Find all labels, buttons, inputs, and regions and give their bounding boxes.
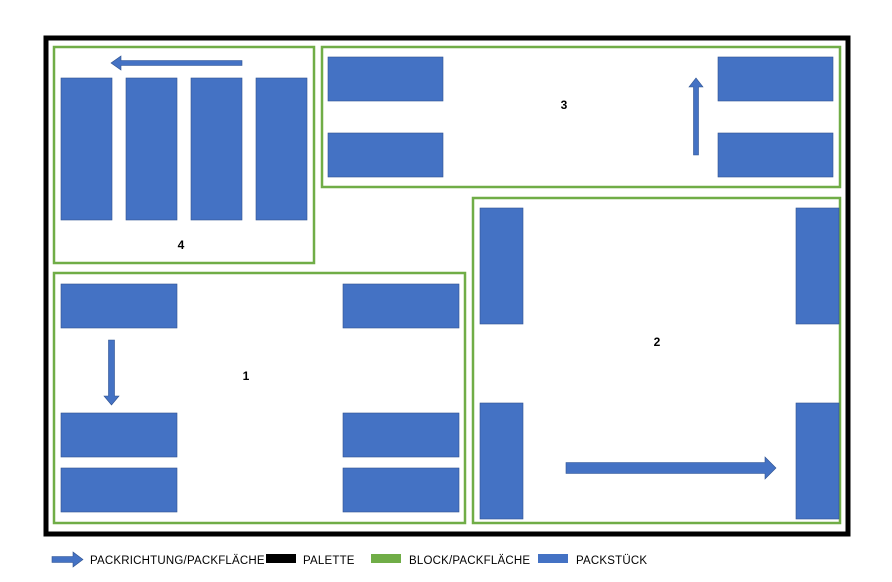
package [60,283,178,329]
package [795,207,840,325]
package [190,77,243,221]
legend-label-block: BLOCK/PACKFLÄCHE [409,555,530,567]
block-1-border [52,271,467,525]
packing-direction-arrow-left [110,55,243,71]
legend-item-package: PACKSTÜCK [538,554,647,567]
package [60,77,113,221]
package [60,467,178,513]
arrow-icon [51,551,84,568]
legend-label-packing-direction: PACKRICHTUNG/PACKFLÄCHE [90,555,265,567]
block-2-border [471,196,842,525]
legend-item-palette: PALETTE [266,554,355,567]
block-4-border [52,45,316,265]
packing-direction-arrow-right [565,456,777,480]
package [342,412,460,458]
legend-label-package: PACKSTÜCK [576,555,647,567]
package [717,132,834,178]
block-3-label: 3 [561,98,568,112]
block-1: 1 [52,271,467,525]
package [795,402,840,520]
block-4-label: 4 [178,238,185,252]
package [255,77,308,221]
package [60,412,178,458]
palette-swatch-icon [266,554,296,563]
block-2: 2 [471,196,842,525]
packing-direction-arrow-down [103,339,120,406]
legend: PACKRICHTUNG/PACKFLÄCHE PALETTE BLOCK/PA… [51,551,647,568]
package [717,56,834,102]
packing-direction-arrow-up [688,77,704,156]
package [342,283,460,329]
block-1-label: 1 [243,369,250,383]
package [479,402,524,520]
block-3-border [320,45,842,189]
package [327,132,444,178]
legend-item-packing-direction: PACKRICHTUNG/PACKFLÄCHE [51,551,265,568]
block-swatch-icon [371,554,401,563]
block-4: 4 [52,45,316,265]
block-3: 3 [320,45,842,189]
block-2-label: 2 [654,335,661,349]
package-swatch-icon [538,554,568,563]
package [125,77,178,221]
palette-border [43,35,851,537]
package [327,56,444,102]
package [342,467,460,513]
legend-label-palette: PALETTE [303,555,355,567]
legend-item-block: BLOCK/PACKFLÄCHE [371,554,530,567]
package [479,207,524,325]
